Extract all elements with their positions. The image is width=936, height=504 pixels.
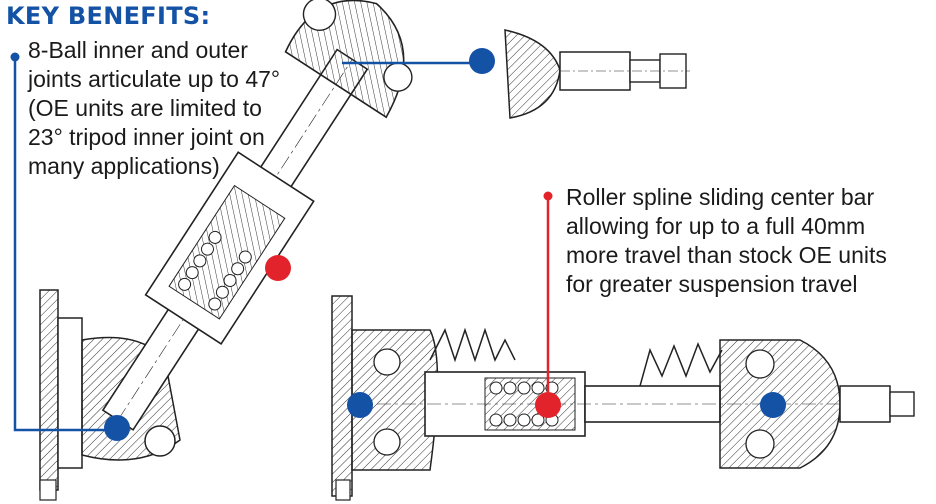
straight-inner-flange bbox=[331, 295, 353, 497]
inner-boot-bellows bbox=[429, 327, 516, 363]
marker-outer-joint-angled bbox=[469, 48, 495, 74]
callout-blue bbox=[10, 48, 786, 441]
marker-inner-joint-angled bbox=[104, 415, 130, 441]
marker-inner-joint-straight bbox=[347, 392, 373, 418]
angled-shaft bbox=[101, 0, 413, 431]
outer-boot-bellows bbox=[639, 341, 723, 387]
marker-center-bar-straight bbox=[535, 392, 561, 418]
angled-roller-balls bbox=[178, 230, 252, 311]
marker-center-bar-angled bbox=[265, 255, 291, 281]
benefit-text-spline: Roller spline sliding center bar allowin… bbox=[566, 184, 887, 297]
angled-axle-drawing bbox=[39, 0, 690, 501]
callout-red bbox=[265, 191, 561, 418]
callout-line-inner-joint bbox=[13, 57, 110, 432]
straight-outer-stub bbox=[839, 385, 891, 423]
outer-stub-shaft-top bbox=[504, 29, 690, 119]
straight-axle-drawing bbox=[331, 295, 915, 501]
key-benefits-title: KEY BENEFITS: bbox=[6, 2, 211, 30]
benefit-text-joints: 8-Ball inner and outer joints articulate… bbox=[28, 37, 281, 179]
inner-flange-left bbox=[39, 289, 181, 501]
marker-outer-joint-straight bbox=[760, 392, 786, 418]
straight-roller-balls bbox=[489, 381, 559, 427]
